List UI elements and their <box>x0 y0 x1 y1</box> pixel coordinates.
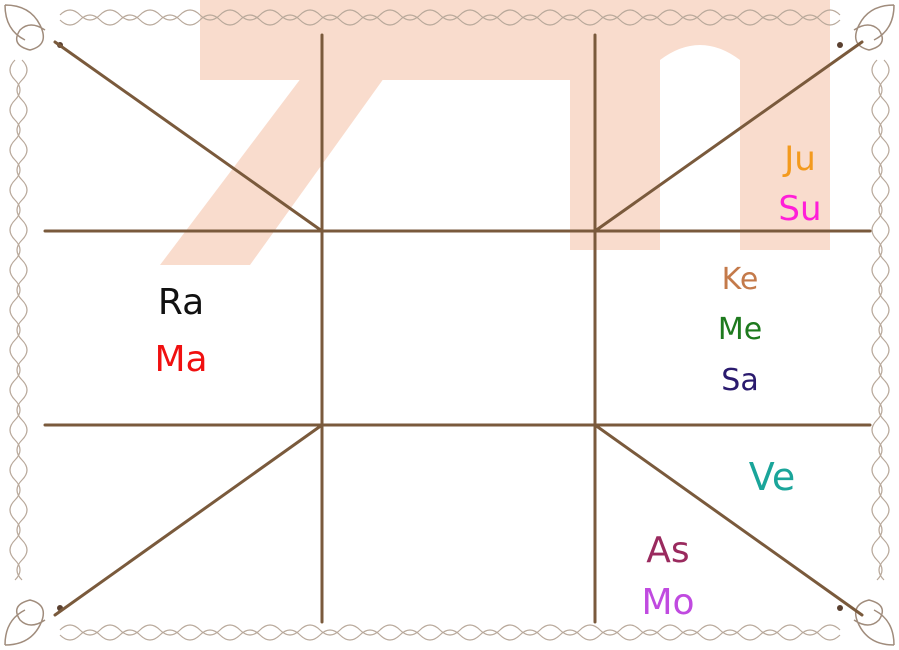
planet-label-su: Su <box>778 192 821 226</box>
planet-label-mo: Mo <box>641 585 694 621</box>
planet-label-ke: Ke <box>722 265 759 295</box>
planet-label-sa: Sa <box>721 366 758 396</box>
diagonal-top-left <box>55 42 322 231</box>
planet-label-as: As <box>646 533 689 569</box>
planet-label-ve: Ve <box>749 458 795 496</box>
diagonal-bottom-left <box>55 425 322 615</box>
diagonal-top-right <box>595 42 862 231</box>
planet-label-ra: Ra <box>158 285 204 321</box>
planet-label-ju: Ju <box>784 142 816 176</box>
planet-label-ma: Ma <box>154 342 207 378</box>
diagonal-bottom-right <box>595 425 862 615</box>
planet-label-me: Me <box>718 315 762 345</box>
